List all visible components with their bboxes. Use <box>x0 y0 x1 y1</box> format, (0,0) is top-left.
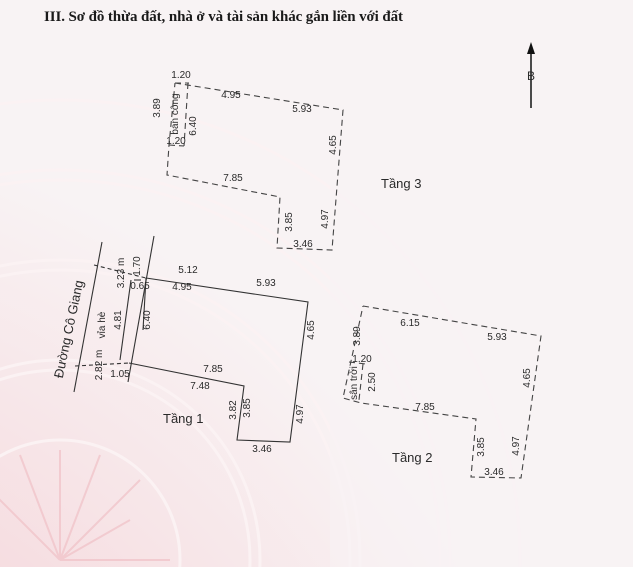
north-label: B <box>527 69 535 83</box>
svg-text:3.89: 3.89 <box>352 326 363 346</box>
svg-text:5.93: 5.93 <box>256 278 276 289</box>
svg-text:vỉa hè: vỉa hè <box>96 311 108 338</box>
svg-text:4.65: 4.65 <box>522 368 533 388</box>
floor1-label: Tầng 1 <box>163 411 203 426</box>
svg-text:7.85: 7.85 <box>415 402 435 413</box>
svg-text:3.85: 3.85 <box>242 398 253 418</box>
svg-text:4.95: 4.95 <box>172 282 192 293</box>
floor2-outline <box>342 305 542 479</box>
floor3-label: Tầng 3 <box>381 176 421 191</box>
svg-text:7.48: 7.48 <box>190 381 210 392</box>
svg-text:3.85: 3.85 <box>284 212 295 232</box>
svg-text:6.40: 6.40 <box>188 116 199 136</box>
svg-text:3.89: 3.89 <box>152 98 163 118</box>
svg-text:0.65: 0.65 <box>130 281 150 292</box>
svg-text:6.40: 6.40 <box>142 310 153 330</box>
svg-text:1.70: 1.70 <box>132 256 143 276</box>
svg-text:1.20: 1.20 <box>171 70 191 81</box>
svg-text:3.46: 3.46 <box>293 239 313 250</box>
floor2-dimensions: 3.89 1.20 sân trời 2.50 6.15 5.93 4.65 4… <box>349 318 533 478</box>
svg-text:3.46: 3.46 <box>484 467 504 478</box>
svg-text:5.93: 5.93 <box>292 104 312 115</box>
svg-text:4.81: 4.81 <box>113 310 124 330</box>
svg-text:5.93: 5.93 <box>487 332 507 343</box>
floor2-label: Tầng 2 <box>392 450 432 465</box>
svg-text:7.85: 7.85 <box>203 364 223 375</box>
svg-text:4.95: 4.95 <box>221 90 241 101</box>
svg-text:4.97: 4.97 <box>295 404 306 424</box>
svg-text:4.97: 4.97 <box>511 436 522 456</box>
svg-text:7.85: 7.85 <box>223 173 243 184</box>
svg-text:ban công: ban công <box>170 93 181 134</box>
svg-text:4.65: 4.65 <box>306 320 317 340</box>
svg-text:3.46: 3.46 <box>252 444 272 455</box>
floor1-outline <box>73 235 309 443</box>
svg-text:3.82: 3.82 <box>228 400 239 420</box>
svg-text:4.65: 4.65 <box>328 135 339 155</box>
street-label: Đường Cô Giang <box>51 279 86 380</box>
floor3-outline <box>166 82 344 251</box>
floor3-dimensions: 1.20 3.89 ban công 6.40 1.20 4.95 5.93 4… <box>152 70 339 250</box>
svg-text:5.12: 5.12 <box>178 265 198 276</box>
floor1-dimensions: 3.23 m 1.70 0.65 vỉa hè 4.81 6.40 2.82 m… <box>94 256 317 455</box>
svg-text:3.85: 3.85 <box>476 437 487 457</box>
north-arrow-icon: B <box>527 42 535 108</box>
svg-text:6.15: 6.15 <box>400 318 420 329</box>
svg-text:2.82 m: 2.82 m <box>94 350 105 381</box>
svg-text:1.05: 1.05 <box>110 369 130 380</box>
section-title: III. Sơ đồ thừa đất, nhà ở và tài sản kh… <box>44 9 403 25</box>
svg-text:2.50: 2.50 <box>367 372 378 392</box>
svg-text:3.23 m: 3.23 m <box>116 258 127 289</box>
svg-text:4.97: 4.97 <box>320 209 331 229</box>
svg-text:sân trời: sân trời <box>349 366 360 400</box>
svg-text:1.20: 1.20 <box>166 136 186 147</box>
svg-text:1.20: 1.20 <box>352 354 372 365</box>
